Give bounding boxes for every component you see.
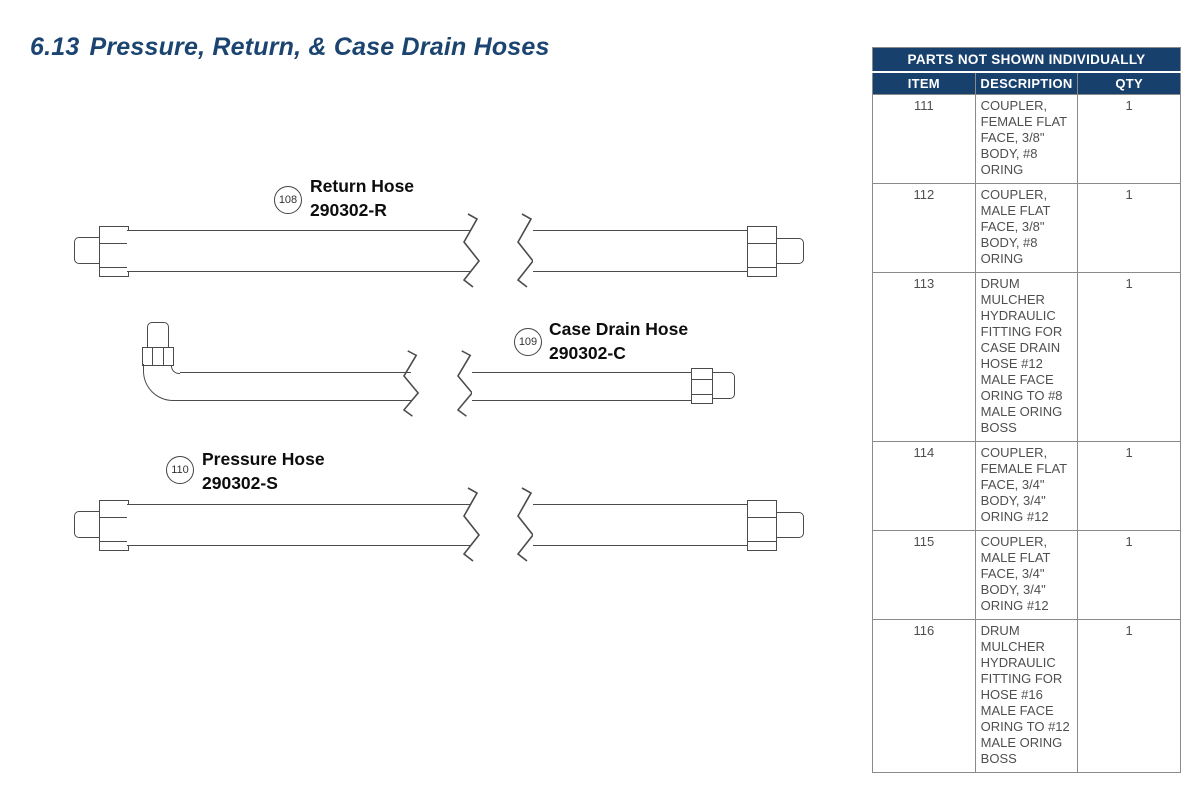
hose-body: [127, 230, 470, 272]
callout-badge-return: 108: [274, 186, 302, 214]
hose-name: Case Drain Hose: [549, 319, 689, 339]
nut-line: [163, 348, 164, 365]
hose-body: [127, 504, 470, 546]
collar-line: [692, 394, 712, 395]
collar-line: [692, 379, 712, 380]
hose-name: Pressure Hose: [202, 449, 325, 469]
hose-break-zigzag-icon: [403, 350, 420, 417]
hose-body: [472, 372, 692, 401]
item-cell: 116: [872, 619, 976, 773]
hose-break-zigzag-icon: [463, 213, 481, 288]
hose-part-number: 290302-C: [549, 343, 626, 363]
collar-line: [100, 517, 128, 518]
qty-cell: 1: [1077, 530, 1181, 620]
page-title: 6.13 Pressure, Return, & Case Drain Hoses: [30, 33, 550, 62]
collar-line: [748, 541, 776, 542]
hose-break-zigzag-icon: [457, 350, 474, 417]
callout-number: 109: [518, 336, 538, 348]
hose-fitting-nipple: [74, 237, 101, 264]
description-cell: COUPLER, MALE FLAT FACE, 3/4" BODY, 3/4"…: [974, 530, 1079, 620]
qty-cell: 1: [1077, 94, 1181, 184]
item-cell: 115: [872, 530, 976, 620]
item-cell: 112: [872, 183, 976, 273]
hose-name: Return Hose: [310, 176, 415, 196]
hose-fitting-collar: [747, 226, 777, 277]
description-cell: COUPLER, FEMALE FLAT FACE, 3/8" BODY, #8…: [974, 94, 1079, 184]
collar-line: [100, 267, 128, 268]
hose-break-zigzag-icon: [463, 487, 481, 562]
table-row: 113 DRUM MULCHER HYDRAULIC FITTING FOR C…: [872, 272, 1181, 442]
hose-fitting-nipple: [776, 238, 804, 264]
hose-break-zigzag-icon: [517, 213, 535, 288]
section-number: 6.13: [30, 32, 80, 61]
hose-part-number: 290302-S: [202, 473, 278, 493]
table-title: PARTS NOT SHOWN INDIVIDUALLY: [872, 47, 1181, 73]
section-title: Pressure, Return, & Case Drain Hoses: [89, 32, 550, 61]
hose-fitting-nipple: [712, 372, 735, 399]
hose-label-return: Return Hose 290302-R: [310, 174, 414, 222]
collar-line: [748, 517, 776, 518]
hose-fitting-collar: [99, 500, 129, 551]
parts-table: PARTS NOT SHOWN INDIVIDUALLY ITEM DESCRI…: [872, 47, 1181, 773]
hose-label-pressure: Pressure Hose 290302-S: [202, 447, 325, 495]
column-header-description: DESCRIPTION: [974, 71, 1079, 95]
qty-cell: 1: [1077, 441, 1181, 531]
hose-fitting-nipple: [74, 511, 101, 538]
table-row: 111 COUPLER, FEMALE FLAT FACE, 3/8" BODY…: [872, 94, 1181, 184]
callout-number: 110: [171, 464, 189, 476]
table-title-row: PARTS NOT SHOWN INDIVIDUALLY: [872, 47, 1181, 73]
hose-label-case-drain: Case Drain Hose 290302-C: [549, 317, 688, 365]
qty-cell: 1: [1077, 183, 1181, 273]
elbow-fitting-nipple: [147, 322, 169, 349]
hose-body: [180, 372, 411, 401]
collar-line: [100, 243, 128, 244]
nut-line: [152, 348, 153, 365]
collar-line: [748, 267, 776, 268]
description-cell: DRUM MULCHER HYDRAULIC FITTING FOR CASE …: [974, 272, 1079, 442]
qty-cell: 1: [1077, 619, 1181, 773]
collar-line: [100, 541, 128, 542]
item-cell: 114: [872, 441, 976, 531]
hose-body: [533, 230, 748, 272]
table-row: 116 DRUM MULCHER HYDRAULIC FITTING FOR H…: [872, 619, 1181, 773]
callout-badge-pressure: 110: [166, 456, 194, 484]
table-header-row: ITEM DESCRIPTION QTY: [872, 71, 1181, 95]
description-cell: COUPLER, MALE FLAT FACE, 3/8" BODY, #8 O…: [974, 183, 1079, 273]
callout-number: 108: [278, 194, 298, 206]
table-row: 115 COUPLER, MALE FLAT FACE, 3/4" BODY, …: [872, 530, 1181, 620]
hose-fitting-collar: [747, 500, 777, 551]
callout-badge-case-drain: 109: [514, 328, 542, 356]
hose-fitting-nipple: [776, 512, 804, 538]
item-cell: 111: [872, 94, 976, 184]
column-header-item: ITEM: [872, 71, 976, 95]
table-row: 114 COUPLER, FEMALE FLAT FACE, 3/4" BODY…: [872, 441, 1181, 531]
description-cell: COUPLER, FEMALE FLAT FACE, 3/4" BODY, 3/…: [974, 441, 1079, 531]
item-cell: 113: [872, 272, 976, 442]
qty-cell: 1: [1077, 272, 1181, 442]
hose-fitting-collar: [99, 226, 129, 277]
table-row: 112 COUPLER, MALE FLAT FACE, 3/8" BODY, …: [872, 183, 1181, 273]
hose-fitting-collar: [691, 368, 713, 404]
hose-part-number: 290302-R: [310, 200, 387, 220]
description-cell: DRUM MULCHER HYDRAULIC FITTING FOR HOSE …: [974, 619, 1079, 773]
column-header-qty: QTY: [1077, 71, 1181, 95]
hose-break-zigzag-icon: [517, 487, 535, 562]
hose-body: [533, 504, 748, 546]
collar-line: [748, 243, 776, 244]
elbow-fitting-inner-curve: [171, 366, 181, 374]
